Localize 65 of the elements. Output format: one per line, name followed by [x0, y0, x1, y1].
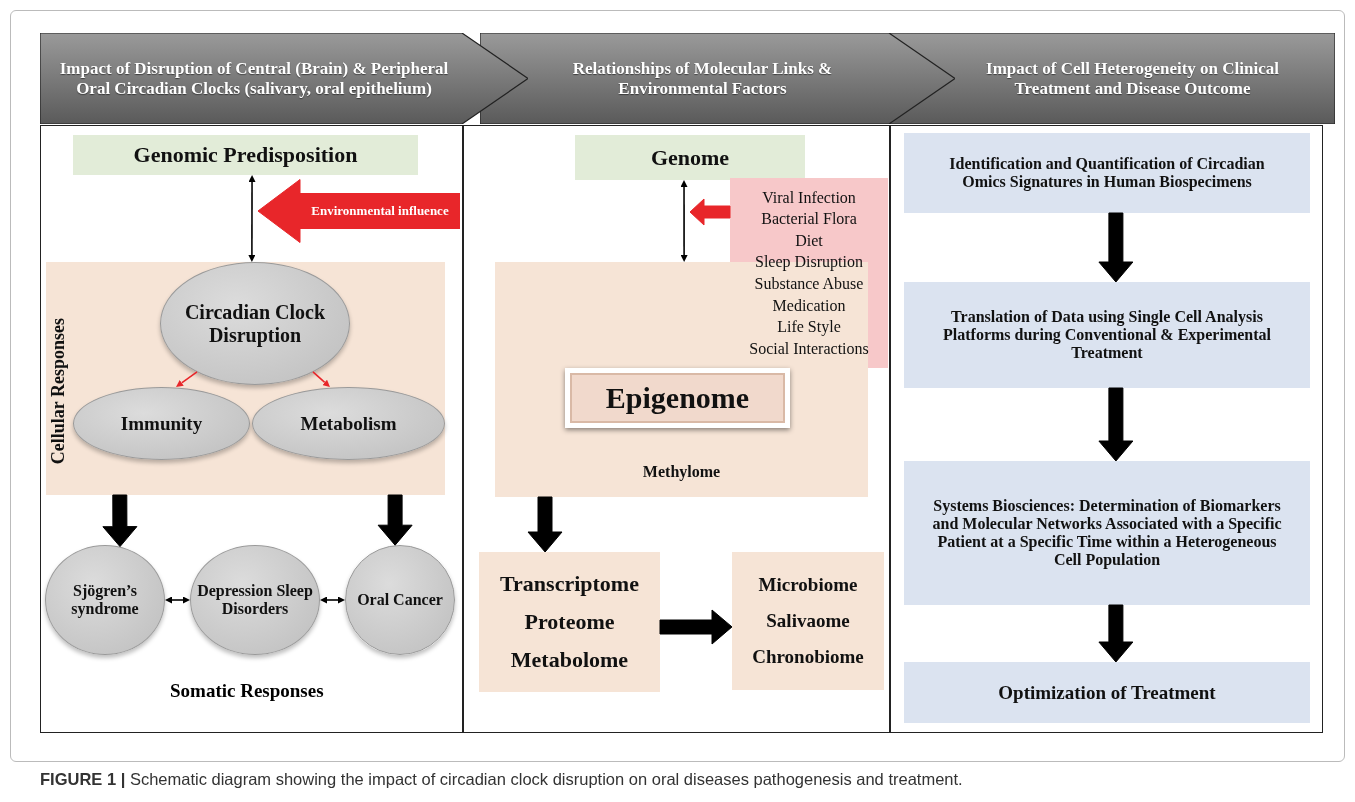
block-arrow [689, 198, 731, 226]
node-text: Translation of Data using Single Cell Analysis Platforms during Conventional & Experimental Treatment [942, 308, 1272, 362]
node-text: Metabolism [300, 412, 397, 435]
node-text: Social Interactions [749, 338, 869, 359]
block-arrow [1098, 212, 1134, 283]
arrow [680, 180, 688, 262]
node-text: Immunity [120, 412, 203, 435]
process-box [904, 133, 1310, 213]
block-arrow [659, 609, 733, 645]
arrow [165, 596, 190, 604]
node-text: Chronobiome [752, 646, 864, 668]
node-text: Cellular Responses [48, 318, 69, 465]
node-text: Salivaome [766, 610, 850, 632]
node-text: Diet [795, 230, 823, 251]
process-box [904, 662, 1310, 723]
ellipse-node [252, 387, 445, 460]
header-text: Impact of Cell Heterogeneity on Clinical Treatment and Disease Outcome [985, 58, 1280, 99]
block-arrow [1098, 604, 1134, 663]
node-text: Epigenome [605, 381, 750, 415]
node-text: Genome [650, 144, 730, 171]
arrow [248, 175, 256, 262]
node-text: Life Style [777, 317, 841, 338]
block-arrow [527, 496, 563, 553]
ellipse-node [345, 545, 455, 655]
node-text: Genomic Predisposition [133, 142, 358, 168]
node-text: Substance Abuse [754, 274, 864, 294]
region-panel [46, 262, 445, 495]
node-text: Identification and Quantification of Circadian Omics Signatures in Human Biospecimens [948, 155, 1266, 191]
node-text: Sleep Disruption [755, 252, 863, 273]
node-text: Sjögren’s syndrome [70, 582, 140, 618]
region-label: Somatic Responses [170, 680, 324, 702]
block-arrow [1098, 387, 1134, 462]
node-text: Depression Sleep Disorders [196, 582, 314, 618]
header-text: Impact of Disruption of Central (Brain) & Peripheral Oral Circadian Clocks (salivary, oral epithelium) [58, 58, 450, 99]
header-banner [890, 33, 1335, 124]
header-text: Relationships of Molecular Links & Environmental Factors [571, 58, 834, 99]
arrow-body-box [300, 193, 460, 229]
block-arrow [257, 179, 301, 243]
process-box [904, 461, 1310, 605]
process-box [479, 552, 660, 692]
figure-caption: FIGURE 1 | Schematic diagram showing the impact of circadian clock disruption on oral diseases pathogenesis and treatment. [40, 770, 963, 789]
node-text: Circadian Clock Disruption [183, 300, 327, 347]
arrow [176, 371, 198, 387]
block-arrow [102, 494, 138, 548]
node-text: Optimization of Treatment [998, 681, 1216, 704]
process-box [565, 368, 790, 428]
node-text: Bacterial Flora [761, 209, 857, 230]
node-text: Oral Cancer [357, 591, 443, 609]
node-text: Systems Biosciences: Determination of Biomarkers and Molecular Networks Associated with a Specific Patient at a Specific Time within a Heterogeneous Cell Population [931, 497, 1283, 569]
node-text: Viral Infection [762, 187, 856, 208]
process-box [904, 282, 1310, 388]
process-box [73, 135, 418, 175]
node-text: Metabolome [510, 647, 629, 673]
arrow [320, 596, 345, 604]
arrow [312, 371, 330, 387]
node-text: Proteome [524, 609, 615, 635]
chevron-banner [40, 33, 528, 124]
node-text: Medication [772, 295, 846, 316]
node-text: Transcriptome [500, 571, 639, 597]
node-text: Microbiome [758, 574, 858, 596]
node-text: Methylome [642, 463, 721, 481]
block-arrow [377, 494, 413, 546]
process-box [732, 552, 884, 690]
node-text: Environmental influence [311, 203, 449, 219]
process-box [575, 135, 805, 180]
